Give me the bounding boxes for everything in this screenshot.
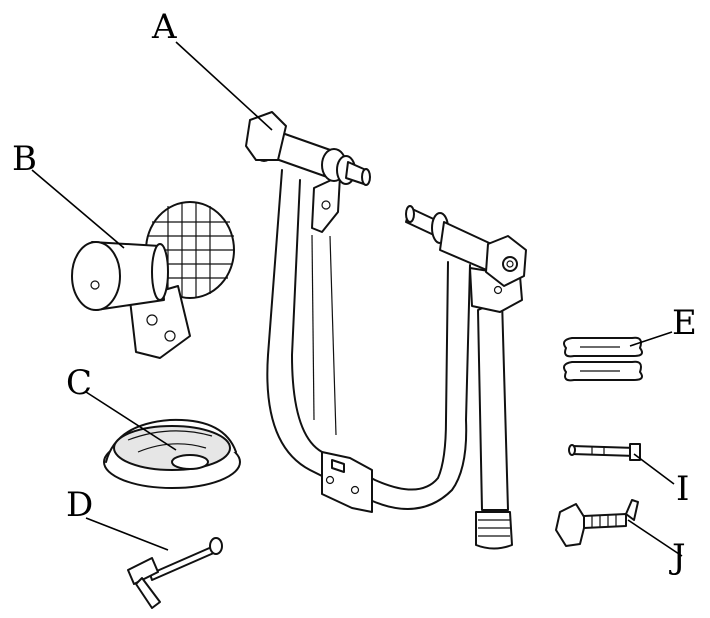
resistance-unit — [71, 201, 235, 359]
label-a: A — [151, 7, 177, 47]
quick-release-skewer — [127, 537, 223, 609]
axle-clamp-left — [245, 111, 371, 186]
leader-lines — [31, 41, 683, 557]
label-d: D — [66, 485, 93, 525]
bolt-rod — [568, 443, 641, 461]
label-c: C — [66, 363, 92, 403]
locking-knob-bolt — [555, 499, 639, 547]
wrench-pair — [563, 336, 643, 382]
trainer-frame — [266, 169, 523, 550]
label-e: E — [672, 303, 697, 343]
label-i: I — [676, 469, 689, 509]
axle-clamp-right — [405, 205, 527, 287]
label-b: B — [12, 139, 37, 179]
label-j: J — [669, 537, 686, 577]
riser-block — [103, 418, 241, 489]
